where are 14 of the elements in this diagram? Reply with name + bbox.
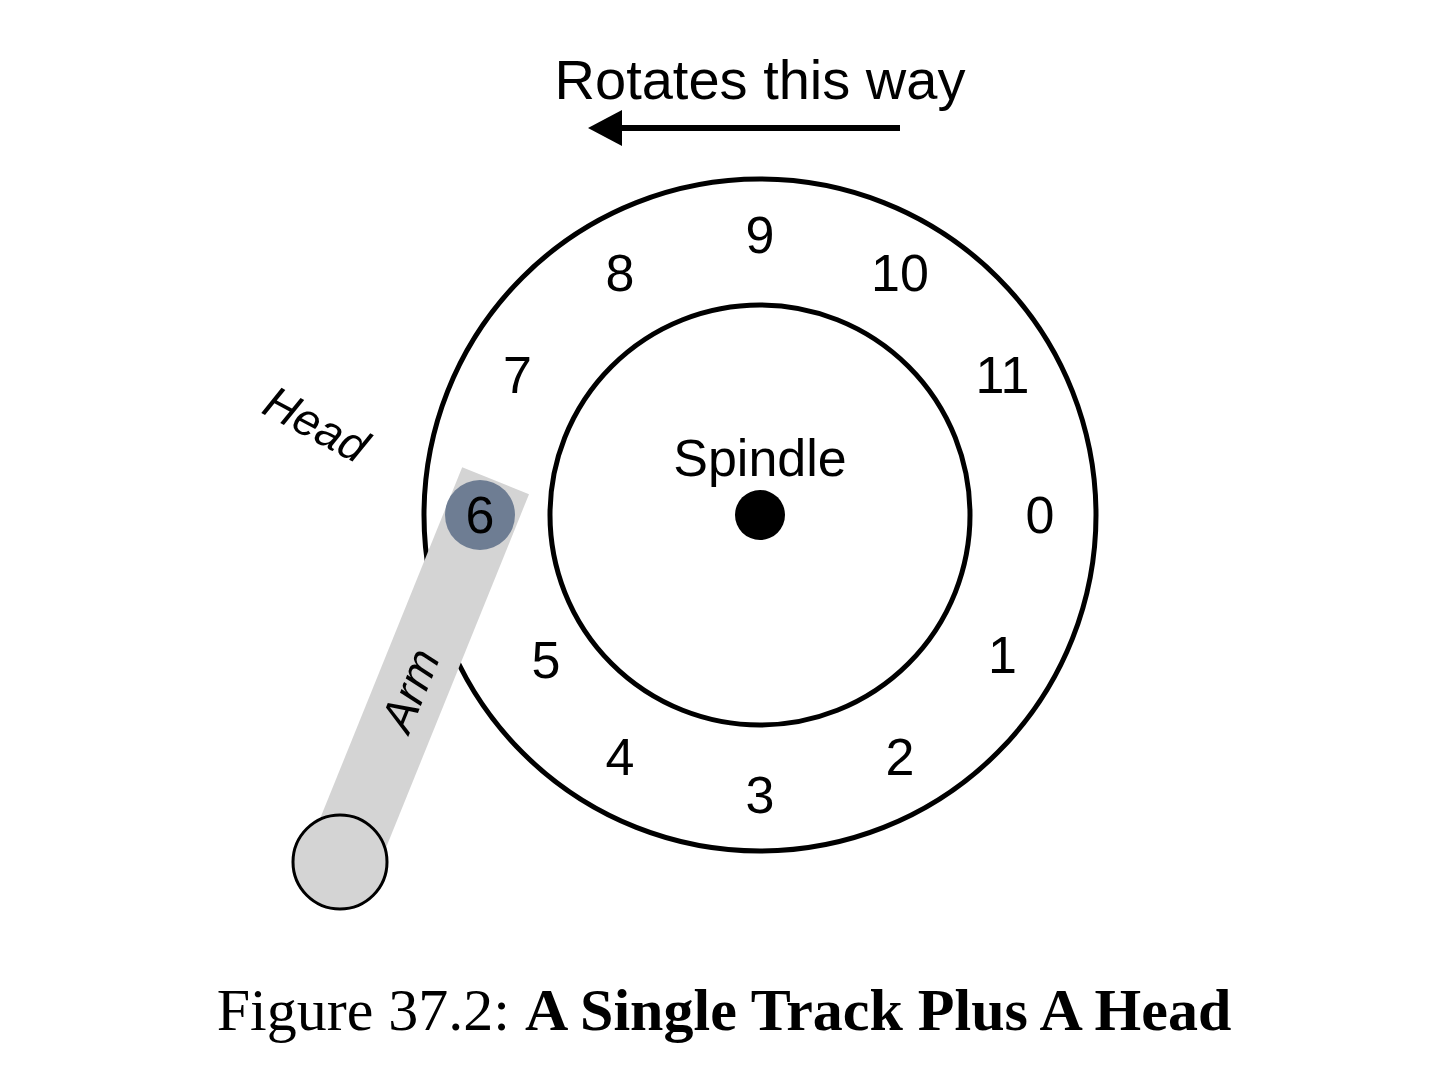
head-label: Head: [256, 377, 376, 471]
sector-number: 8: [605, 246, 635, 299]
sector-number: 5: [531, 634, 561, 686]
sector-number: 10: [871, 246, 929, 299]
sector-number: 1: [988, 629, 1017, 681]
sector-number: 11: [975, 349, 1030, 401]
sector-number: 3: [745, 769, 775, 821]
sector-number: 6: [465, 489, 495, 541]
sector-number: 7: [503, 349, 532, 401]
arm-label: Arm: [372, 642, 448, 738]
sector-number: 9: [745, 209, 775, 261]
sector-number: 0: [1025, 489, 1055, 541]
sector-number: 2: [885, 731, 915, 784]
sector-number: 4: [605, 731, 635, 784]
